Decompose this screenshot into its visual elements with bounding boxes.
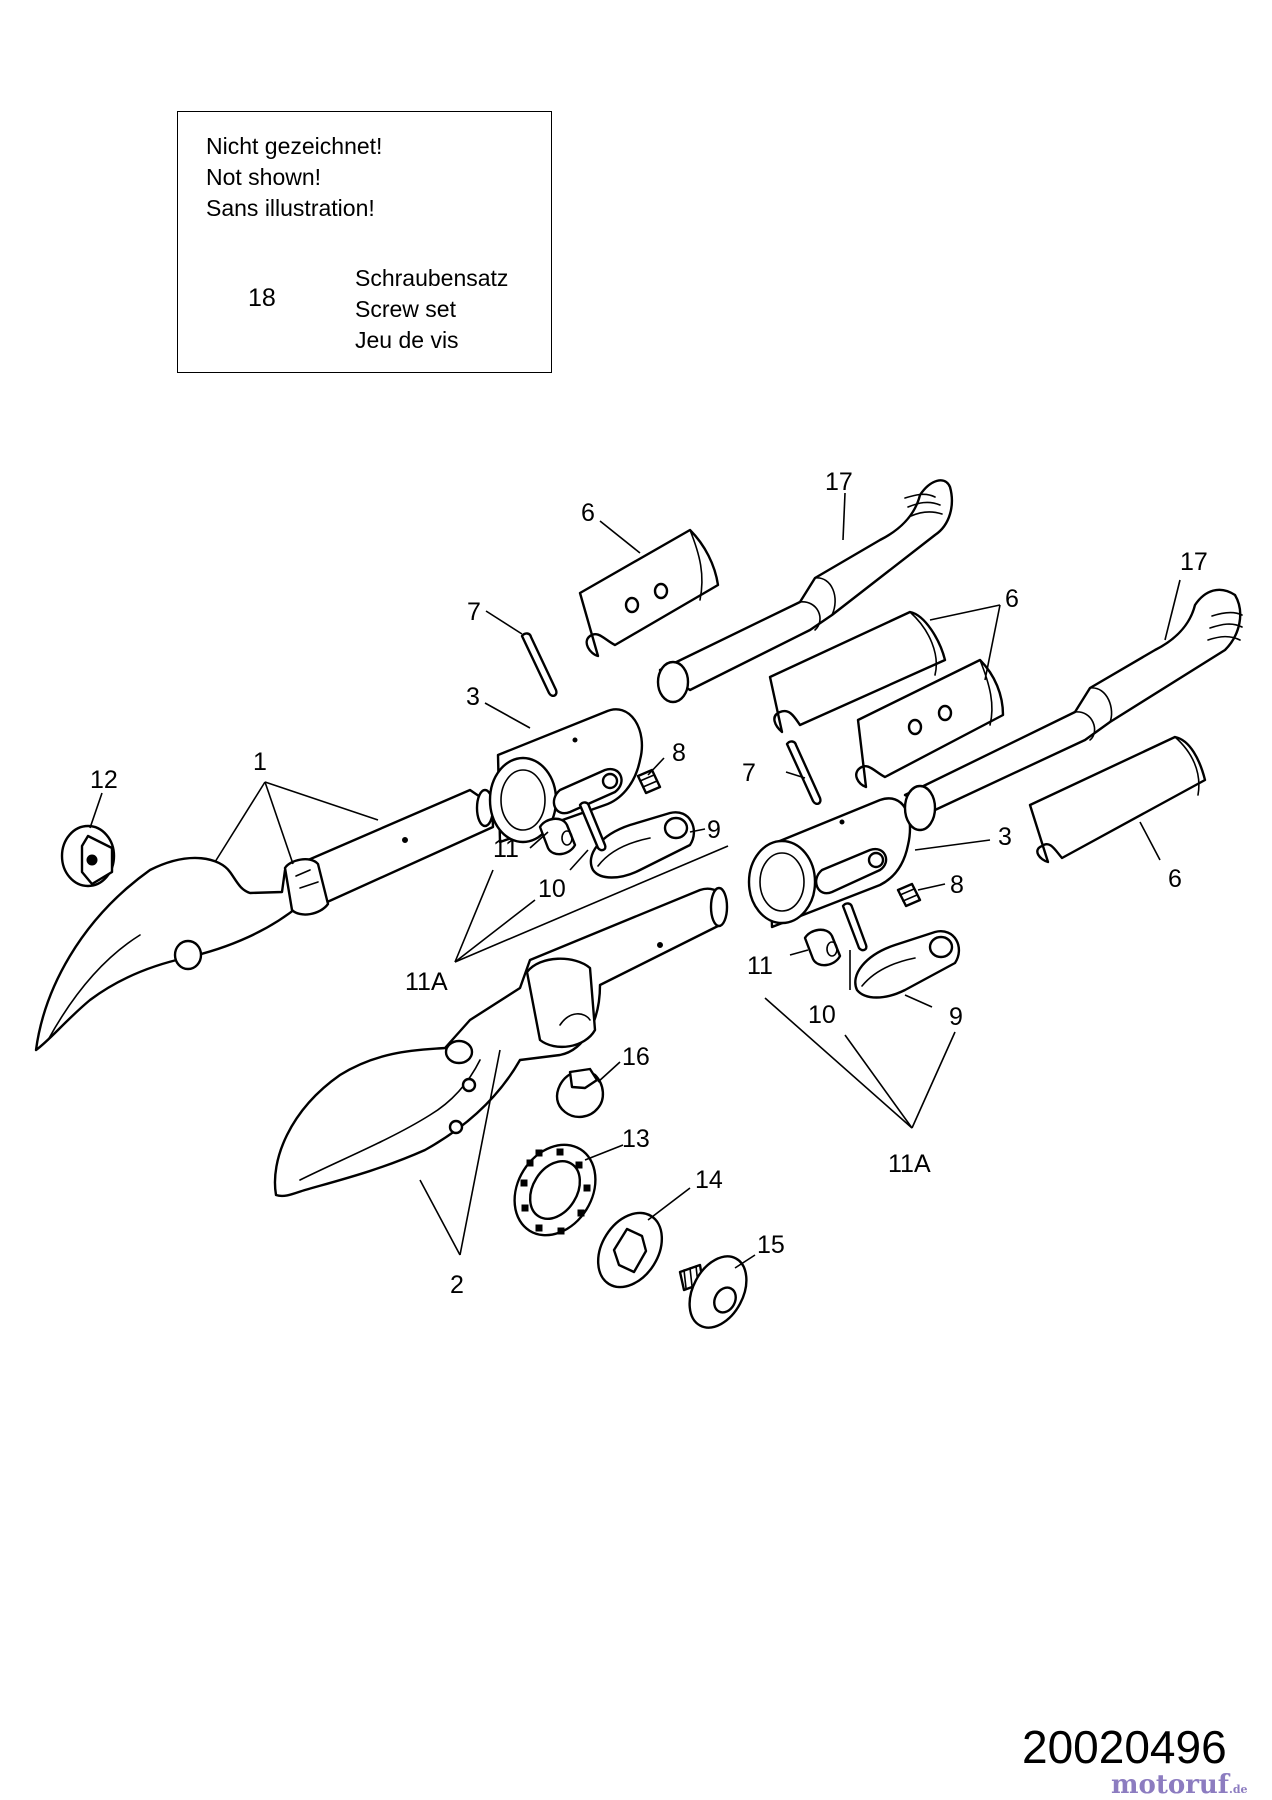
callout-11-right: 11 [747, 952, 773, 980]
callout-11-left: 11 [493, 835, 519, 863]
watermark-suffix: .de [1229, 1783, 1248, 1796]
callout-labels: 6 17 6 17 6 7 7 3 3 8 8 9 9 10 10 11 11 … [90, 468, 1208, 1299]
part-6-shell-lower [1028, 735, 1207, 864]
note-item-number: 18 [248, 284, 276, 312]
part-11-bushing-left [538, 817, 577, 856]
callout-2: 2 [450, 1271, 464, 1299]
not-shown-note-box: Nicht gezeichnet! Not shown! Sans illust… [177, 111, 552, 373]
part-6-insert-top [578, 528, 720, 658]
part-9-cap-right [854, 930, 961, 999]
part-1-upper-blade [34, 788, 495, 1052]
callout-1: 1 [253, 748, 267, 776]
part-6-insert-mid [855, 658, 1005, 789]
callout-17-right: 17 [1180, 548, 1208, 576]
callout-9-left: 9 [707, 816, 721, 844]
callout-11a-right: 11A [888, 1150, 931, 1178]
part-6-shell-mid [768, 610, 947, 734]
watermark-logo: motoruf.de [1111, 1770, 1248, 1800]
part-10-spring-pin-right [841, 902, 868, 952]
callout-17-top: 17 [825, 468, 853, 496]
part-11-bushing-right [803, 928, 842, 967]
note-item-desc-en: Screw set [355, 296, 456, 322]
callout-6-top: 6 [581, 499, 595, 527]
part-2-lower-blade [273, 886, 729, 1198]
part-8-set-screw-right [896, 882, 922, 908]
callout-3-right: 3 [998, 823, 1012, 851]
callout-3-left: 3 [466, 683, 480, 711]
callout-15: 15 [757, 1231, 785, 1259]
part-3-sleeve-right [747, 797, 912, 929]
callout-11a-left: 11A [405, 968, 448, 996]
part-17-grip-top [656, 479, 954, 704]
callout-9-right: 9 [949, 1003, 963, 1031]
note-item-desc-fr: Jeu de vis [355, 327, 459, 353]
callout-7-right: 7 [742, 759, 756, 787]
callout-8-left: 8 [672, 739, 686, 767]
callout-6-lower: 6 [1168, 865, 1182, 893]
callout-12: 12 [90, 766, 118, 794]
part-13-bearing [513, 1143, 597, 1237]
callout-8-right: 8 [950, 871, 964, 899]
diagram-number: 20020496 [1022, 1721, 1227, 1773]
callout-13: 13 [622, 1125, 650, 1153]
part-3-sleeve-left [488, 708, 644, 844]
note-line-fr: Sans illustration! [206, 195, 375, 221]
watermark-text: motoruf [1111, 1770, 1229, 1800]
part-15-pivot-bolt [678, 1255, 748, 1329]
part-16-nut-cap [555, 1067, 605, 1119]
part-8-set-screw-left [636, 768, 662, 795]
note-line-de: Nicht gezeichnet! [206, 133, 383, 159]
part-12-nut [60, 824, 116, 888]
callout-10-right: 10 [808, 1001, 836, 1029]
callout-7-left: 7 [467, 598, 481, 626]
part-10-spring-pin-left [578, 801, 607, 852]
part-7-pin-right [785, 740, 822, 806]
part-7-pin-left [520, 632, 558, 698]
callout-6-mid: 6 [1005, 585, 1019, 613]
leader-lines [89, 492, 1181, 1269]
note-line-en: Not shown! [206, 164, 322, 190]
note-item-desc-de: Schraubensatz [355, 265, 509, 291]
callout-10-left: 10 [538, 875, 566, 903]
part-17-grip-right [903, 588, 1243, 832]
callout-14: 14 [695, 1166, 723, 1194]
callout-16: 16 [622, 1043, 650, 1071]
part-14-washer [596, 1211, 664, 1289]
